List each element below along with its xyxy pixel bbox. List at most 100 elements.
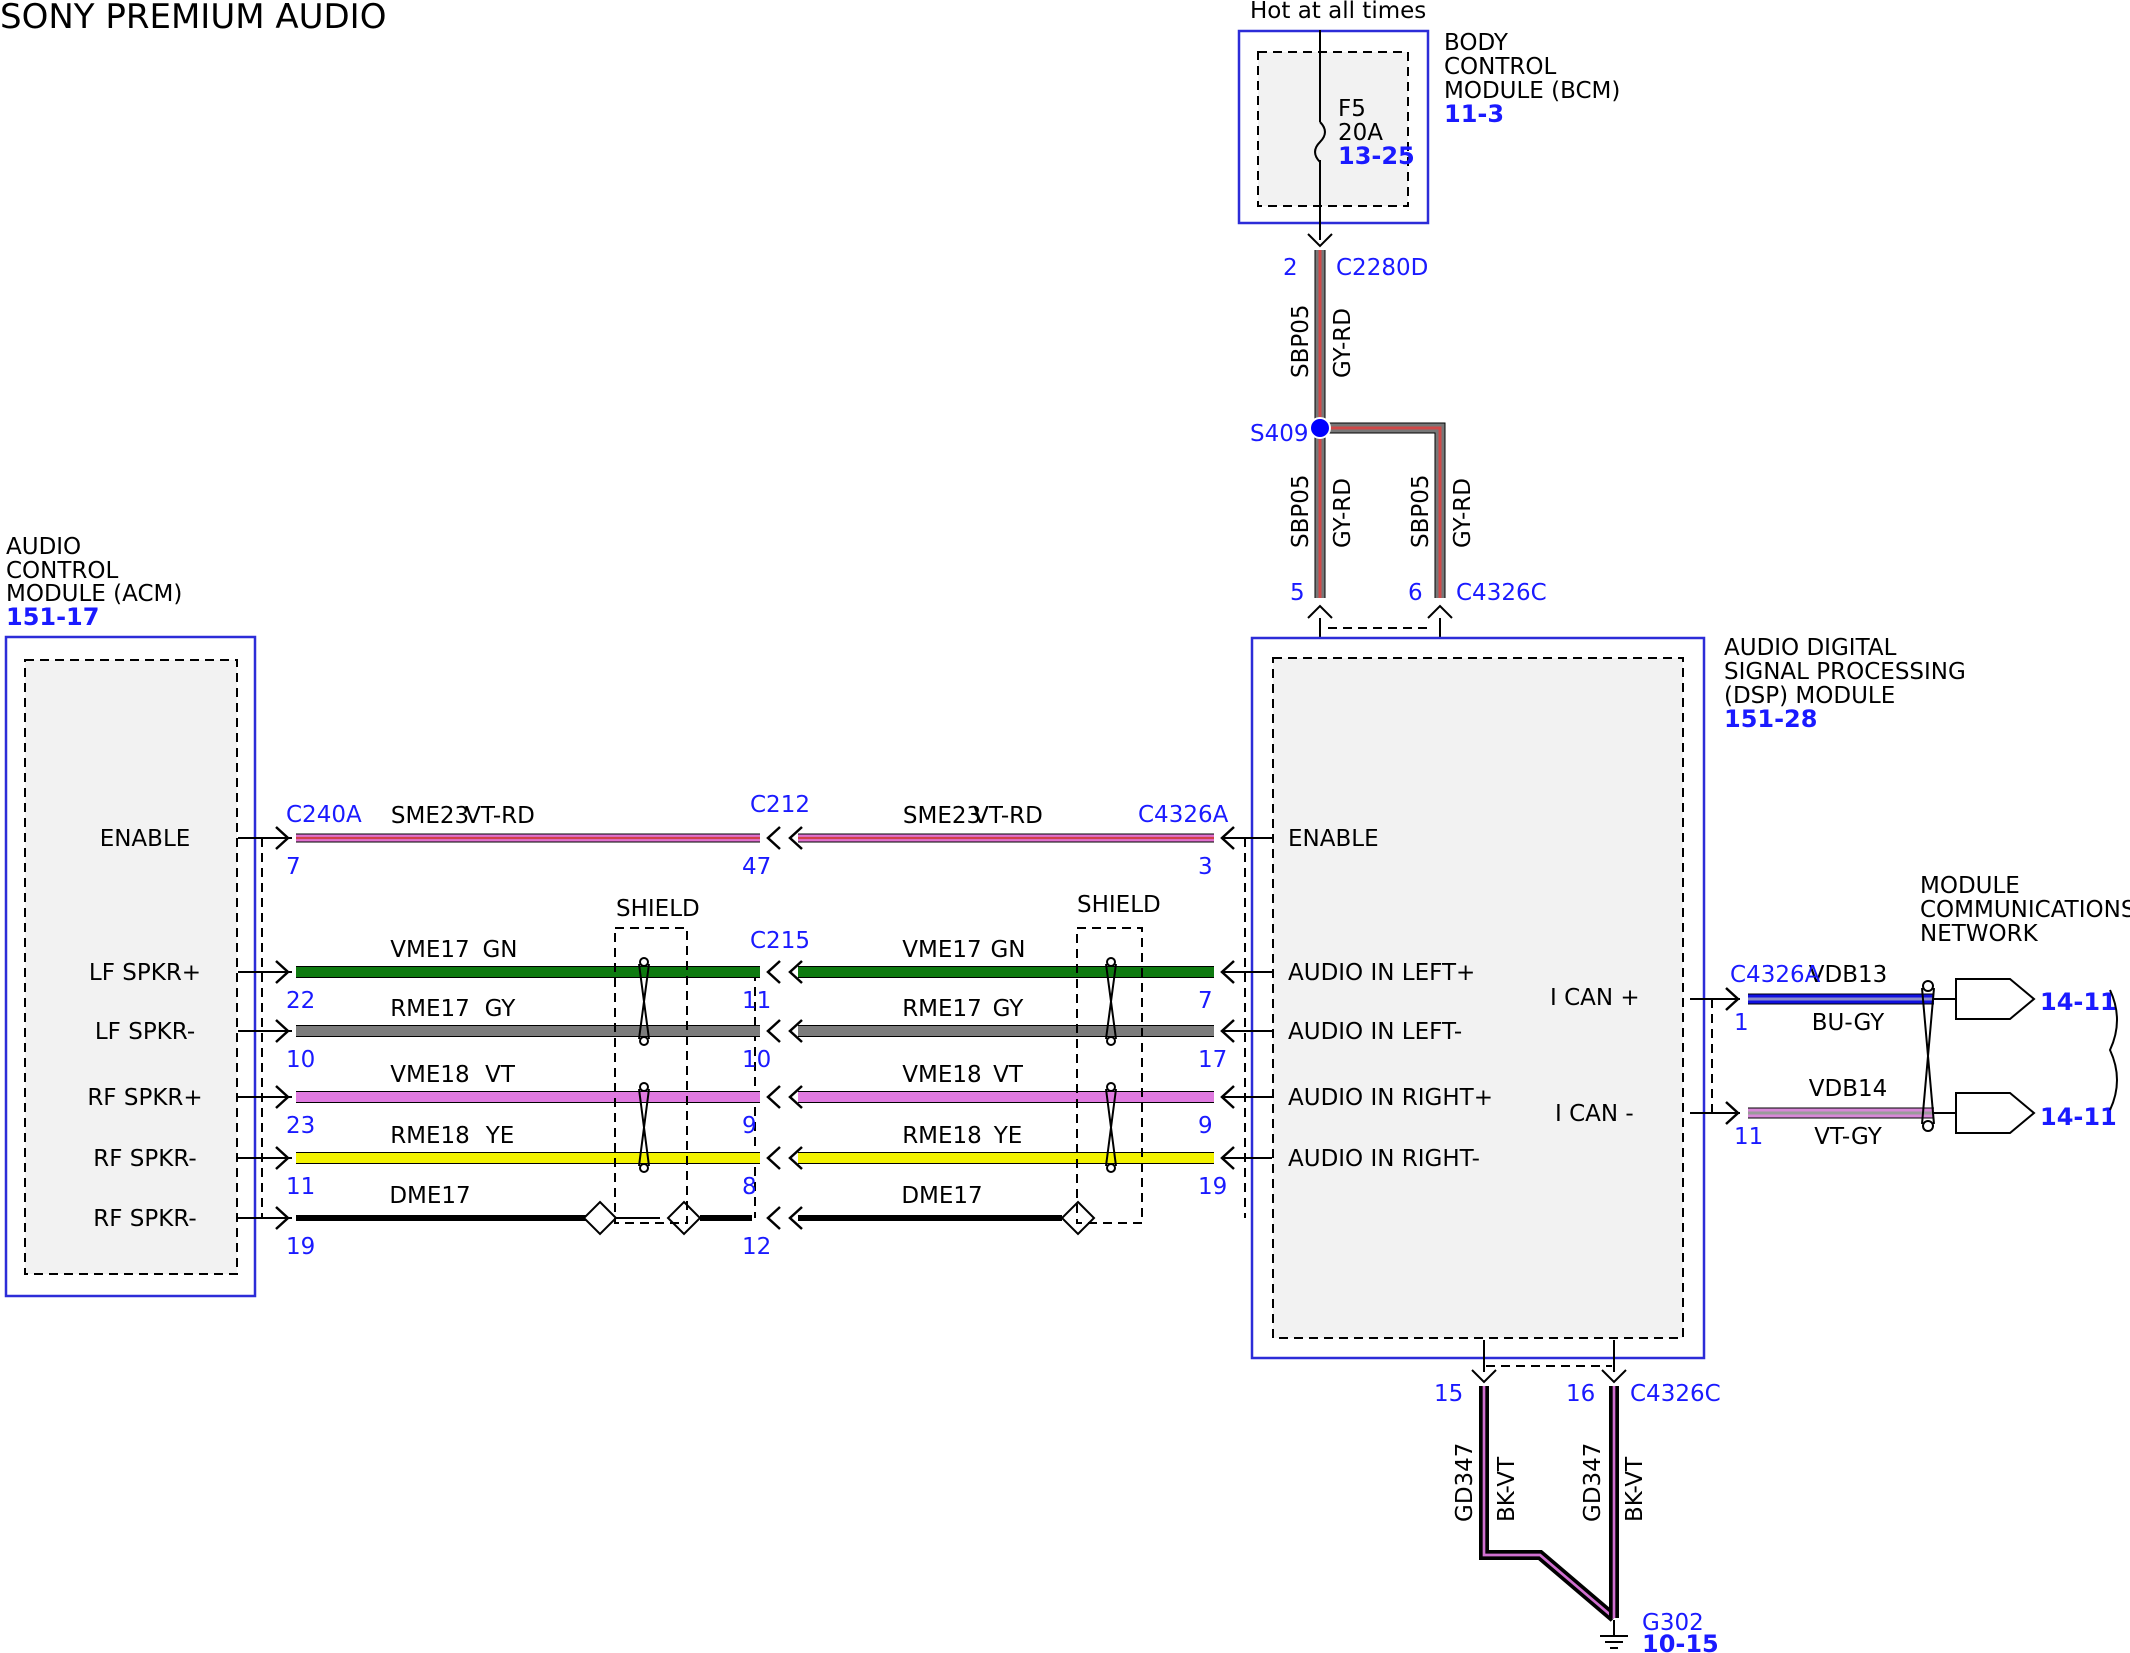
dsp-terminal-label: AUDIO IN LEFT-: [1288, 1019, 1462, 1045]
twist-end-icon: [639, 1036, 649, 1046]
fuse-icon: [1314, 121, 1326, 163]
sbp05-circuit-a: SBP05: [1288, 474, 1314, 548]
ground-wires: [1479, 1340, 1619, 1622]
inline-terminal-icon: [788, 1206, 803, 1230]
inline-terminal-icon: [788, 826, 803, 850]
left-wire-color: GY: [485, 996, 517, 1022]
dsp-name-line-3: (DSP) MODULE: [1724, 683, 1895, 709]
network-ref-high[interactable]: 14-11: [2040, 988, 2117, 1016]
dsp-ref[interactable]: 151-28: [1724, 705, 1817, 733]
acm-terminal-label: LF SPKR-: [95, 1019, 195, 1045]
left-wire-color: VT-RD: [465, 803, 535, 829]
acm-terminal-label: RF SPKR+: [87, 1085, 202, 1111]
dsp-pin: 17: [1198, 1047, 1227, 1073]
can-twisted-pair-icon: [1921, 987, 1935, 1125]
gd347-color-a: BK-VT: [1494, 1456, 1520, 1522]
twisted-pair-icon: [638, 963, 650, 1040]
c215-label: C215: [750, 928, 810, 954]
can-wire-circuit: VDB13: [1809, 962, 1888, 988]
sbp05-wire-branch: [1320, 422, 1446, 598]
ground-pin-16: 16: [1566, 1381, 1595, 1407]
ground-symbol-icon: [1600, 1620, 1628, 1649]
can-wire-circuit: VDB14: [1809, 1076, 1888, 1102]
acm-pin: 11: [286, 1174, 315, 1200]
left-wire-circuit: SME23: [391, 803, 469, 829]
twisted-pair-icon: [1105, 963, 1117, 1040]
inline-terminal-icon: [766, 1085, 781, 1109]
can-wire-color: VT-GY: [1814, 1124, 1882, 1150]
left-wire-color: GN: [482, 937, 517, 963]
dsp-name: AUDIO DIGITAL SIGNAL PROCESSING (DSP) MO…: [1724, 635, 1966, 733]
acm-terminal-icon: [275, 826, 290, 850]
dsp-terminal-label: AUDIO IN RIGHT+: [1288, 1085, 1493, 1111]
inline-terminal-icon: [788, 1019, 803, 1043]
acm-name-line-1: AUDIO: [6, 534, 81, 560]
bcm-name: BODY CONTROL MODULE (BCM) 11-3: [1444, 30, 1620, 128]
can-wire-color: BU-GY: [1812, 1010, 1885, 1036]
inline-terminal-icon: [788, 960, 803, 984]
can-pin: 1: [1734, 1010, 1749, 1036]
acm-terminal-label: RF SPKR-: [93, 1206, 196, 1232]
bcm-ref[interactable]: 11-3: [1444, 100, 1504, 128]
twisted-pair-icon: [638, 1088, 650, 1167]
drain-terminal-icon: [582, 1200, 618, 1236]
acm-name-line-2: CONTROL: [6, 558, 119, 584]
acm-terminal-icon: [275, 1146, 290, 1170]
dsp-pin: 9: [1198, 1113, 1213, 1139]
network-name-line-1: MODULE: [1920, 873, 2020, 899]
acm-ref[interactable]: 151-17: [6, 603, 99, 631]
inline-terminal-icon: [766, 1146, 781, 1170]
twist-end-icon: [639, 957, 649, 967]
c2280d-terminal-icon: [1307, 233, 1333, 248]
acm-pin: 7: [286, 854, 301, 880]
acm-terminal-icon: [275, 1085, 290, 1109]
dsp-can-low-label: I CAN -: [1555, 1101, 1634, 1127]
fuse-ref[interactable]: 13-25: [1338, 142, 1415, 170]
shield-box-right: [1076, 927, 1143, 1224]
bcm-name-line-1: BODY: [1444, 30, 1509, 56]
c4326c-top-terminal-5: [1307, 604, 1333, 619]
can-terminal-icon: [1725, 1101, 1740, 1125]
inline-pin: 12: [742, 1234, 771, 1260]
left-wire-circuit: VME17: [390, 937, 469, 963]
gd347-circuit-b: GD347: [1580, 1443, 1606, 1522]
gd347-circuit-a: GD347: [1452, 1443, 1478, 1522]
twist-end-icon: [1922, 1120, 1934, 1132]
c4326a-right-label: C4326A: [1730, 962, 1821, 988]
acm-terminal-icon: [275, 960, 290, 984]
acm-pin: 23: [286, 1113, 315, 1139]
network-ref-low[interactable]: 14-11: [2040, 1103, 2117, 1131]
right-wire-color: YE: [993, 1123, 1023, 1149]
inline-terminal-icon: [788, 1085, 803, 1109]
network-name-line-2: COMMUNICATIONS: [1920, 897, 2130, 923]
twist-end-icon: [1106, 1036, 1116, 1046]
inline-terminal-icon: [766, 1019, 781, 1043]
c4326a-left-label: C4326A: [1138, 802, 1229, 828]
fuse-name: F5: [1338, 96, 1366, 122]
twist-end-icon: [1922, 980, 1934, 992]
sbp05-color-a: GY-RD: [1330, 478, 1356, 548]
dsp-name-line-1: AUDIO DIGITAL: [1724, 635, 1897, 661]
dsp-can-high-label: I CAN +: [1550, 985, 1640, 1011]
twist-end-icon: [1106, 957, 1116, 967]
right-wire-color: VT-RD: [973, 803, 1043, 829]
inline-terminal-icon: [766, 1206, 781, 1230]
ground-ref[interactable]: 10-15: [1642, 1630, 1719, 1653]
acm-pin: 19: [286, 1234, 315, 1260]
shield-label-right: SHIELD: [1077, 892, 1161, 918]
right-wire-circuit: RME17: [902, 996, 982, 1022]
right-wire-circuit: DME17: [901, 1183, 982, 1209]
can-terminal-icon: [1725, 987, 1740, 1011]
splice-s409-label: S409: [1250, 421, 1309, 447]
gd347-color-b: BK-VT: [1622, 1456, 1648, 1522]
hot-at-all-times-label: Hot at all times: [1250, 0, 1426, 24]
fuse-rating: 20A: [1338, 120, 1383, 146]
right-wire-circuit: RME18: [902, 1123, 982, 1149]
bcm-name-line-3: MODULE (BCM): [1444, 78, 1620, 104]
twist-end-icon: [1106, 1163, 1116, 1173]
twist-end-icon: [639, 1082, 649, 1092]
acm-pin: 10: [286, 1047, 315, 1073]
